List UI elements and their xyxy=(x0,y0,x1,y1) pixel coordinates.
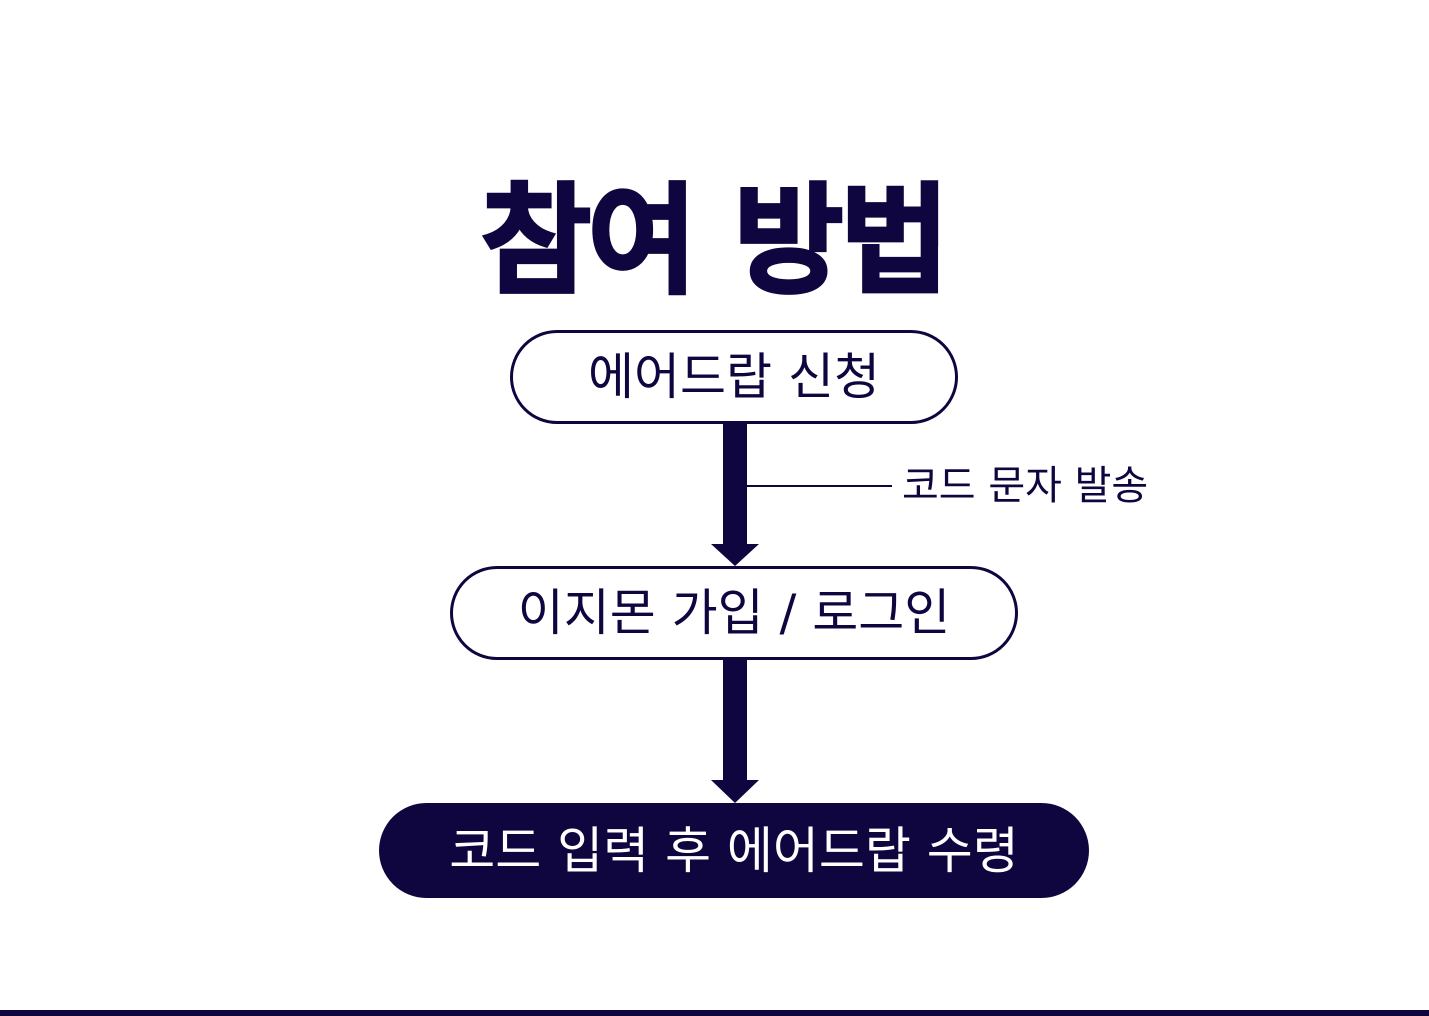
page-title: 참여 방법 xyxy=(480,170,951,312)
step-apply-airdrop: 에어드랍 신청 xyxy=(510,330,958,424)
step-label: 이지몬 가입 / 로그인 xyxy=(517,584,951,642)
arrow-down-icon xyxy=(711,422,759,566)
step-label: 에어드랍 신청 xyxy=(588,348,880,406)
annotation-send-code-text: 코드 문자 발송 xyxy=(902,463,1149,509)
bottom-divider xyxy=(0,1010,1429,1016)
arrow-down-icon xyxy=(711,658,759,803)
step-label: 코드 입력 후 에어드랍 수령 xyxy=(449,821,1019,880)
step-signup-login: 이지몬 가입 / 로그인 xyxy=(450,566,1018,660)
step-enter-code-receive-airdrop: 코드 입력 후 에어드랍 수령 xyxy=(379,803,1089,898)
